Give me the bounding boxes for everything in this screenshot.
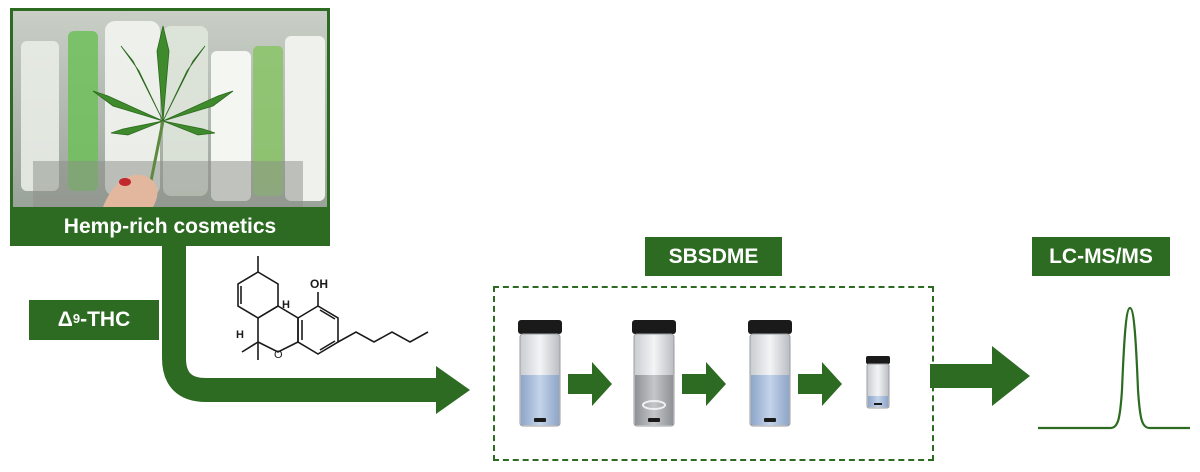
- detection-step-label: LC-MS/MS: [1032, 237, 1170, 276]
- cosmetics-photo-frame: [10, 8, 330, 246]
- extraction-step-label: SBSDME: [645, 237, 782, 276]
- step-arrow-3: [798, 362, 842, 406]
- vial-extract: [748, 320, 792, 427]
- thc-structure: [237, 256, 429, 360]
- vial-sample: [518, 320, 562, 427]
- chromatogram-peak: [1038, 306, 1190, 430]
- structure-o-label: O: [274, 349, 283, 361]
- flow-arrow-detection: [930, 346, 1030, 406]
- analyte-superscript: 9: [72, 310, 81, 326]
- step-arrow-2: [682, 362, 726, 406]
- structure-oh-label: OH: [310, 277, 328, 291]
- vial-small: [866, 356, 890, 409]
- structure-h2-label: H: [236, 329, 244, 341]
- vial-stirring: [632, 320, 676, 427]
- flow-arrow-main: [162, 246, 470, 414]
- analyte-name: -THC: [80, 308, 131, 331]
- analyte-delta-symbol: Δ: [57, 308, 73, 331]
- structure-h1-label: H: [282, 299, 290, 311]
- photo-caption: Hemp-rich cosmetics: [10, 207, 330, 246]
- cosmetics-photo: [13, 11, 327, 207]
- step-arrow-1: [568, 362, 612, 406]
